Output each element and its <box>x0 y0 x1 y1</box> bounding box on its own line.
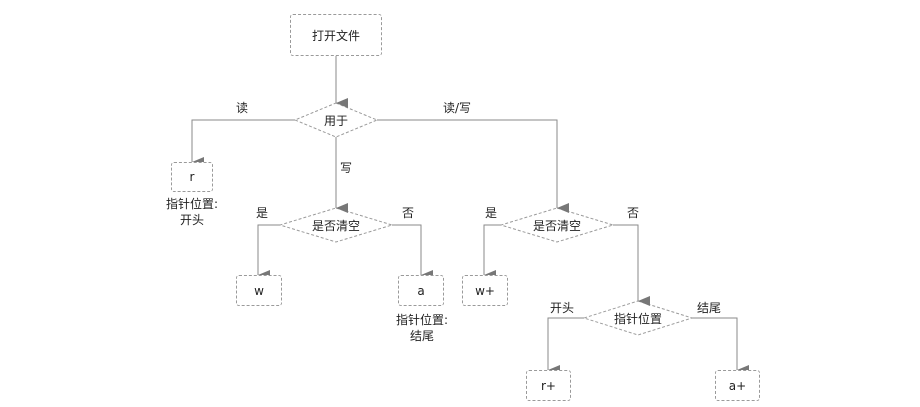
edge-no-right <box>613 224 650 306</box>
edge-read-write <box>377 119 569 213</box>
decision-clear-left: 是否清空 <box>311 218 360 233</box>
node-w: w <box>236 275 282 306</box>
decision-purpose: 用于 <box>323 113 348 128</box>
edge-label-read-write: 读/写 <box>443 101 472 115</box>
edge-label-no-left: 否 <box>402 206 415 220</box>
edge-label-yes-left: 是 <box>256 206 269 220</box>
edge-yes-right <box>483 224 501 280</box>
note-r-pointer: 指针位置: 开头 <box>150 196 234 228</box>
decision-clear-left-shape <box>278 207 394 243</box>
edge-label-start: 开头 <box>550 301 575 315</box>
edge-label-write: 写 <box>340 161 353 175</box>
edge-no-left <box>392 224 433 280</box>
node-a-plus: a+ <box>715 370 760 401</box>
node-a: a <box>398 275 444 306</box>
node-r-plus: r+ <box>526 370 571 401</box>
decision-pointer-shape <box>582 300 694 336</box>
note-a-pointer-line1: 指针位置: <box>395 313 449 327</box>
edge-label-yes-right: 是 <box>485 206 498 220</box>
edge-read <box>191 119 295 167</box>
decision-purpose-shape <box>293 102 379 138</box>
note-r-pointer-line2: 开头 <box>179 213 204 227</box>
edge-start <box>547 317 584 375</box>
note-r-pointer-line1: 指针位置: <box>165 197 219 211</box>
edge-label-end: 结尾 <box>697 301 722 315</box>
decision-pointer-position: 指针位置 <box>613 311 662 326</box>
node-r: r <box>171 162 213 192</box>
decision-clear-right: 是否清空 <box>532 218 581 233</box>
decision-clear-right-shape <box>499 207 615 243</box>
note-a-pointer-line2: 结尾 <box>409 329 434 343</box>
node-open-file: 打开文件 <box>290 14 382 56</box>
edge-yes-left <box>257 224 280 280</box>
edge-end <box>692 317 749 375</box>
edge-label-read: 读 <box>236 101 249 115</box>
note-a-pointer: 指针位置: 结尾 <box>380 312 464 344</box>
edge-label-no-right: 否 <box>627 206 640 220</box>
node-w-plus: w+ <box>462 275 508 306</box>
